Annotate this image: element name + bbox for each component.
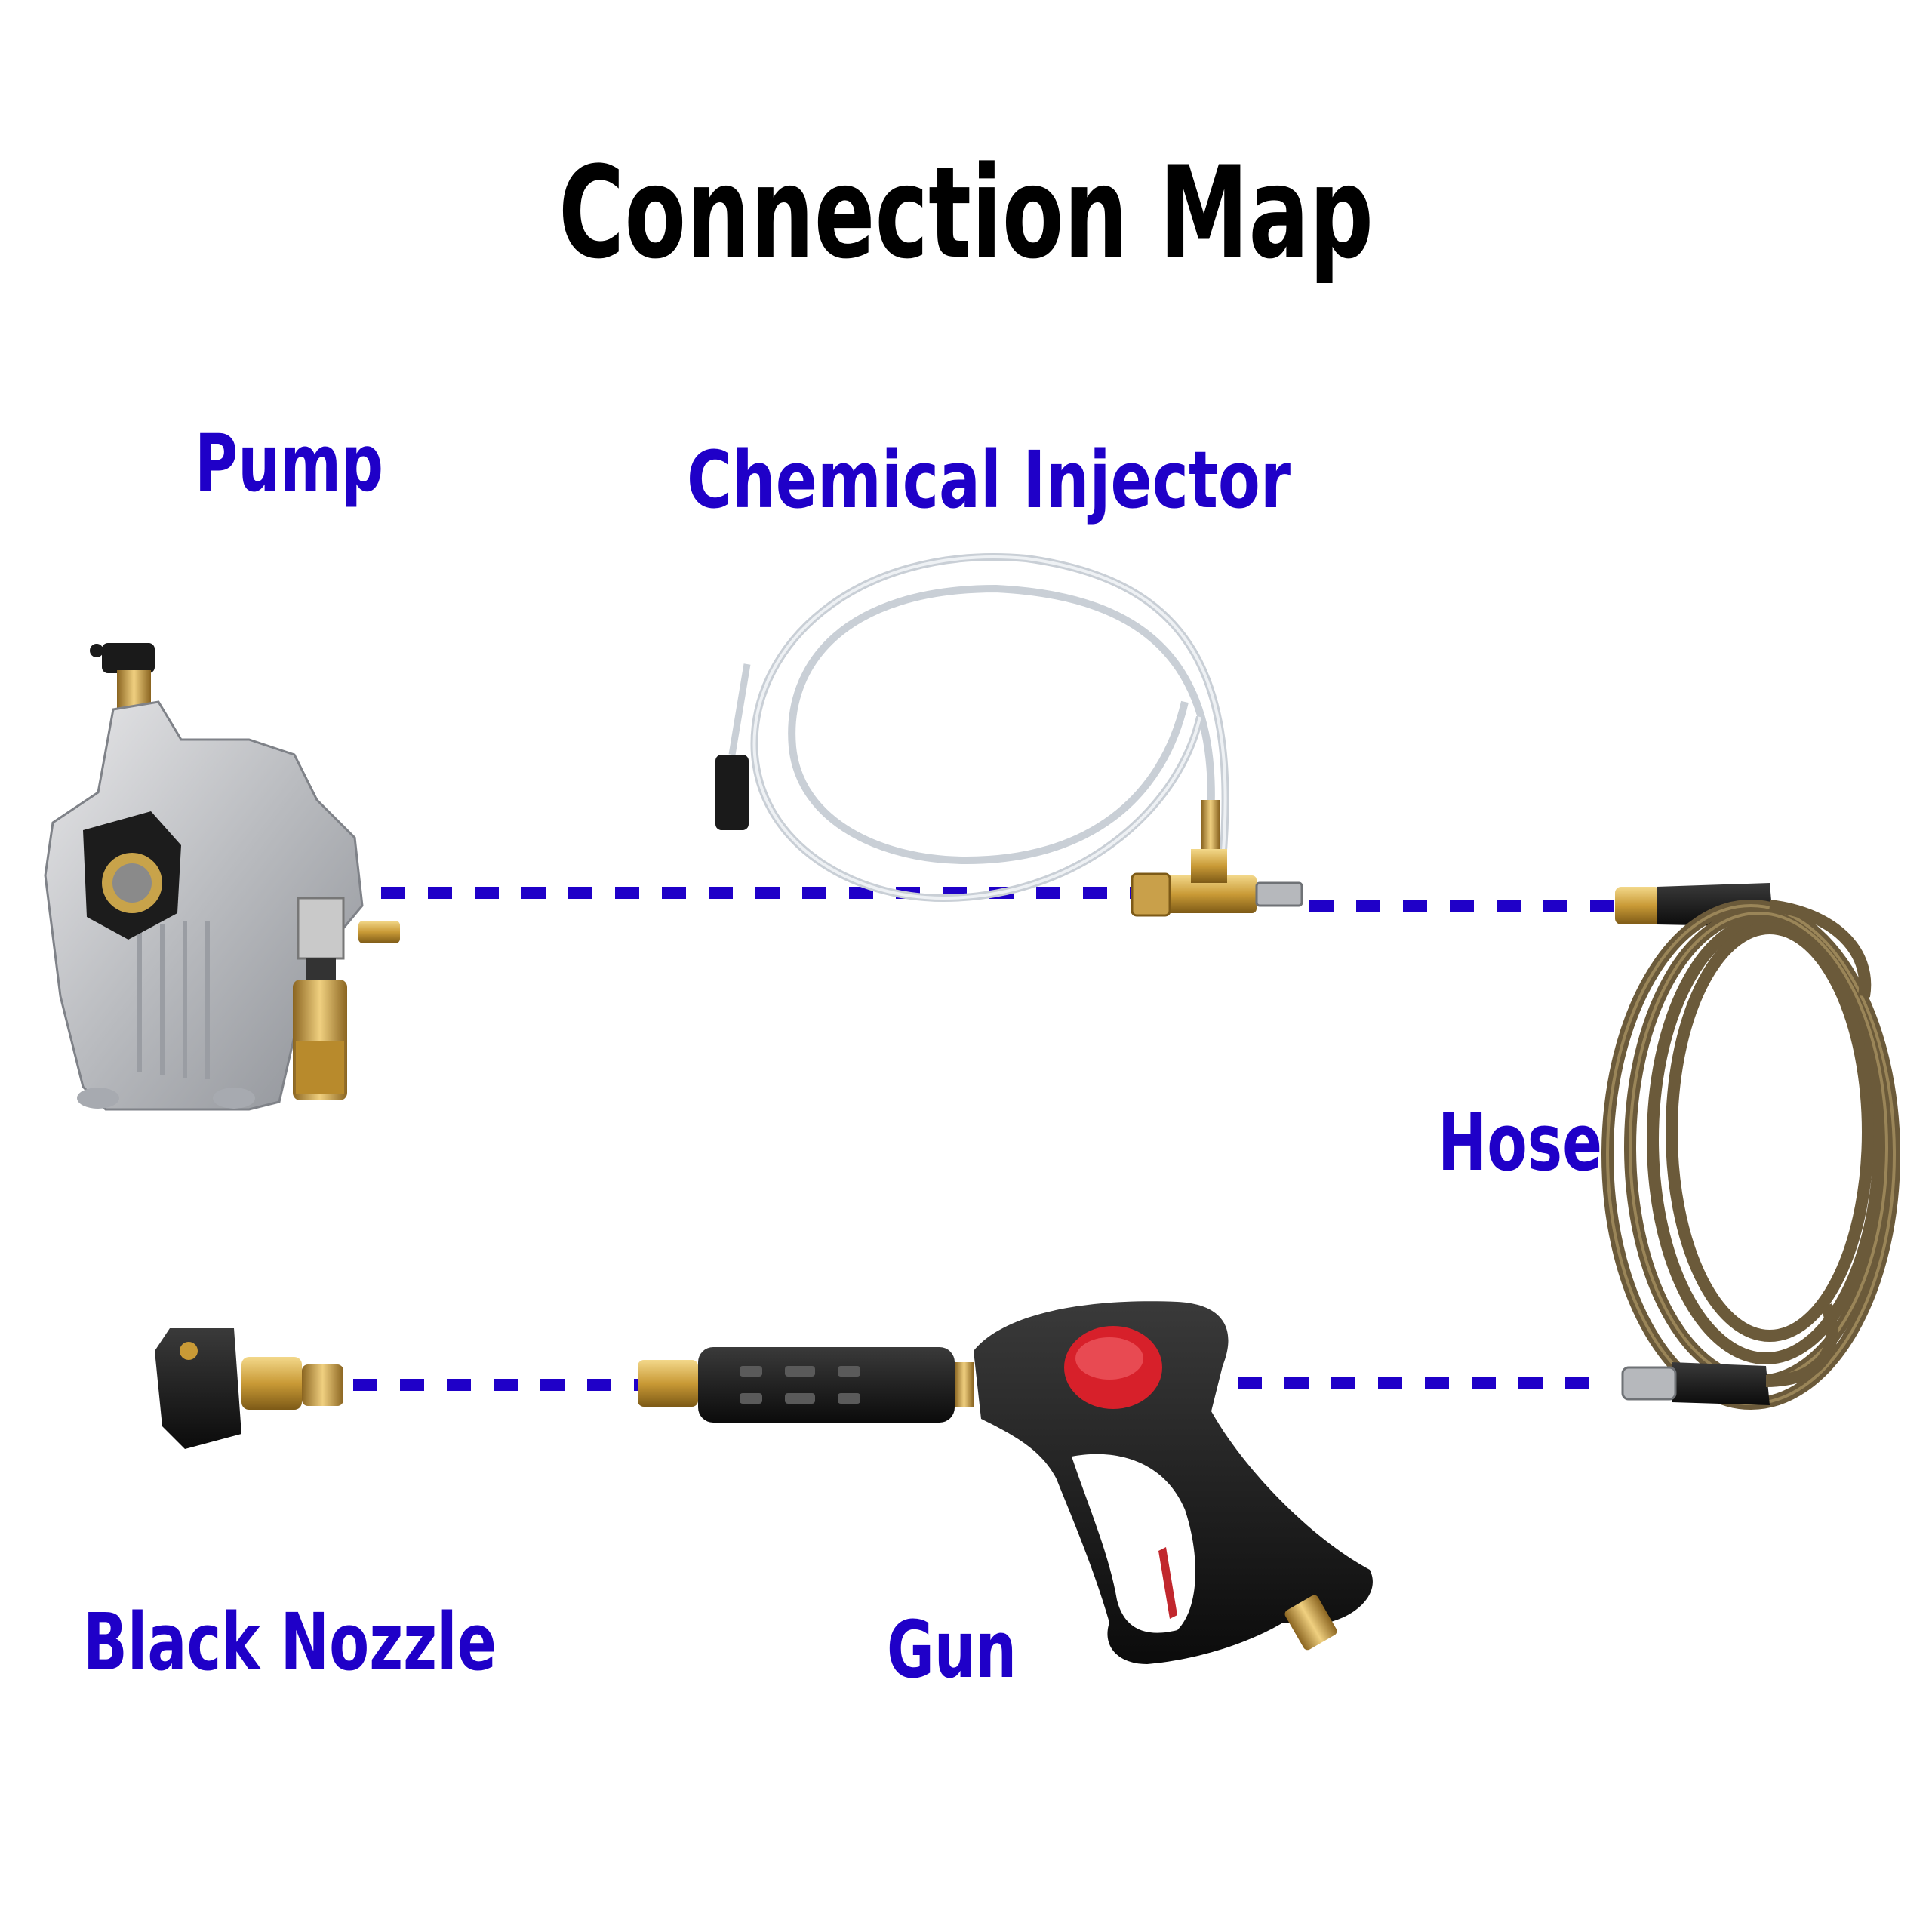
label-black-nozzle: Black Nozzle — [83, 1596, 497, 1688]
label-hose: Hose — [1438, 1097, 1602, 1189]
label-pump: Pump — [195, 417, 383, 509]
black-nozzle-image — [155, 1328, 343, 1449]
chemical-injector-image — [715, 553, 1303, 917]
label-gun: Gun — [887, 1604, 1017, 1696]
connectors — [353, 887, 1615, 1391]
hose-image — [1601, 883, 1900, 1410]
label-chemical-injector: Chemical Injector — [687, 434, 1291, 526]
page-title: Connection Map — [558, 139, 1374, 287]
gun-image — [638, 1301, 1373, 1664]
pump-image — [44, 643, 400, 1111]
